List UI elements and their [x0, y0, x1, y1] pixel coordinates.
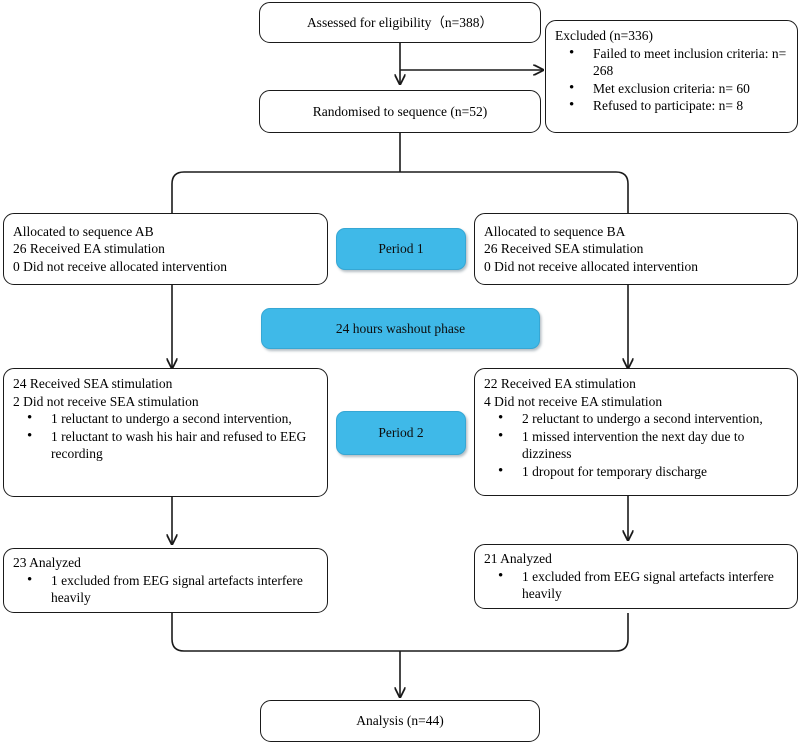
alloc-ba-line1: Allocated to sequence BA [484, 223, 626, 239]
alloc-ba-line2: 26 Received SEA stimulation [484, 241, 644, 257]
p2-right-line1: 22 Received EA stimulation [484, 376, 636, 391]
node-allocated-sequence-ab: Allocated to sequence AB 26 Received EA … [3, 213, 328, 285]
p2-left-line2: 2 Did not receive SEA stimulation [13, 393, 199, 409]
analyzed-right-list: 1 excluded from EEG signal artefacts int… [484, 567, 788, 603]
node-analysis: Analysis (n=44) [260, 700, 540, 742]
list-item: 1 missed intervention the next day due t… [498, 427, 788, 463]
alloc-ab-line3: 0 Did not receive allocated intervention [13, 258, 228, 274]
analyzed-left-header: 23 Analyzed [13, 555, 81, 571]
excluded-header: Excluded (n=336) [555, 28, 653, 43]
list-item: 1 dropout for temporary discharge [498, 462, 788, 481]
analyzed-left-list: 1 excluded from EEG signal artefacts int… [13, 571, 318, 607]
node-period2-right: 22 Received EA stimulation 4 Did not rec… [474, 368, 798, 496]
period-1-label: Period 1 [378, 241, 424, 256]
list-item: 1 reluctant to wash his hair and refused… [27, 427, 318, 463]
analyzed-right-header: 21 Analyzed [484, 551, 552, 567]
list-item: 1 excluded from EEG signal artefacts int… [498, 567, 788, 603]
analysis-text: Analysis (n=44) [356, 713, 444, 729]
list-item: 1 reluctant to undergo a second interven… [27, 409, 318, 428]
alloc-ab-line2: 26 Received EA stimulation [13, 241, 165, 257]
node-randomised: Randomised to sequence (n=52) [259, 90, 541, 133]
p2-right-list: 2 reluctant to undergo a second interven… [484, 409, 788, 481]
node-allocated-sequence-ba: Allocated to sequence BA 26 Received SEA… [474, 213, 798, 285]
randomised-text: Randomised to sequence (n=52) [312, 103, 488, 119]
node-assessed-for-eligibility: Assessed for eligibility（n=388） [259, 2, 541, 43]
list-item: 2 reluctant to undergo a second interven… [498, 409, 788, 428]
list-item: Met exclusion criteria: n= 60 [569, 79, 788, 98]
excluded-list: Failed to meet inclusion criteria: n= 26… [555, 44, 788, 116]
p2-left-line1: 24 Received SEA stimulation [13, 376, 173, 391]
list-item: 1 excluded from EEG signal artefacts int… [27, 571, 318, 607]
period-2-label: Period 2 [378, 425, 424, 440]
p2-right-line2: 4 Did not receive EA stimulation [484, 393, 663, 409]
node-period2-left: 24 Received SEA stimulation 2 Did not re… [3, 368, 328, 497]
washout-label: 24 hours washout phase [335, 320, 466, 336]
node-analyzed-right: 21 Analyzed 1 excluded from EEG signal a… [474, 544, 798, 609]
badge-washout-phase: 24 hours washout phase [261, 308, 540, 349]
alloc-ba-line3: 0 Did not receive allocated intervention [484, 258, 699, 274]
list-item: Refused to participate: n= 8 [569, 96, 788, 115]
node-analyzed-left: 23 Analyzed 1 excluded from EEG signal a… [3, 548, 328, 613]
node-excluded: Excluded (n=336) Failed to meet inclusio… [545, 20, 798, 133]
alloc-ab-line1: Allocated to sequence AB [13, 223, 154, 239]
list-item: Failed to meet inclusion criteria: n= 26… [569, 44, 788, 80]
assessed-text: Assessed for eligibility（n=388） [306, 14, 494, 30]
badge-period-2: Period 2 [336, 411, 466, 455]
p2-left-list: 1 reluctant to undergo a second interven… [13, 409, 318, 463]
badge-period-1: Period 1 [336, 228, 466, 270]
